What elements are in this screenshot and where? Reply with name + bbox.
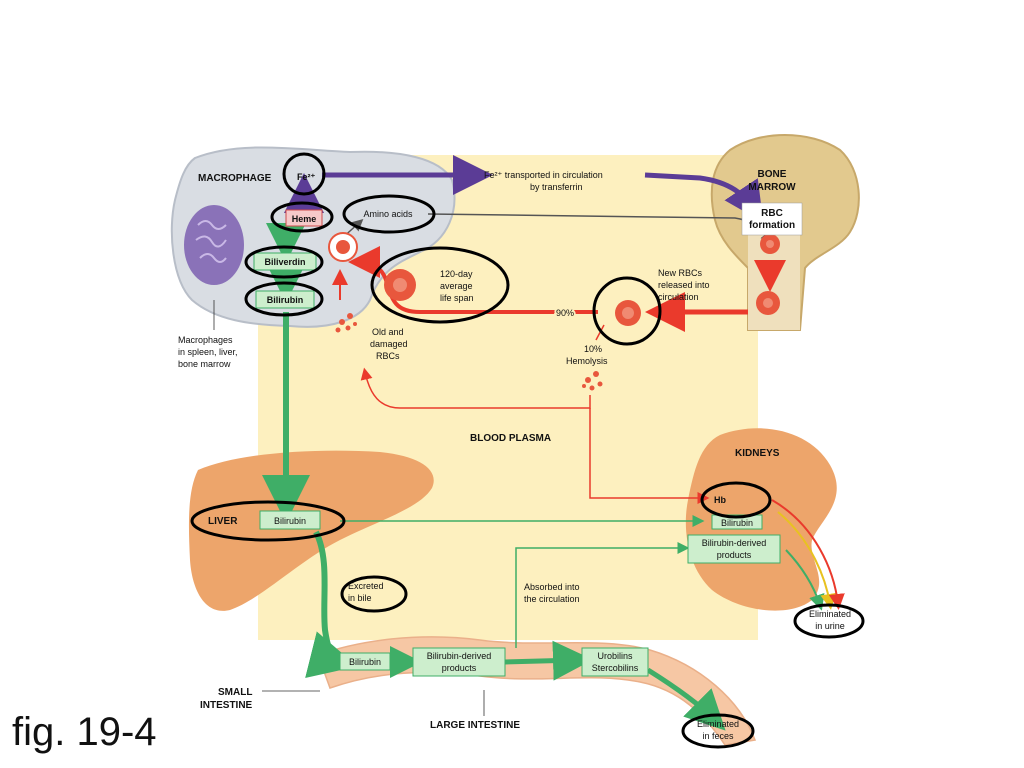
- rbc-fragments-hemolysis: [582, 371, 603, 391]
- annotation-circle-excreted: [340, 575, 408, 613]
- biliverdin-label: Biliverdin: [264, 257, 305, 267]
- large-intestine-label: LARGE INTESTINE: [430, 720, 520, 731]
- annotation-circle-biliverdin: [244, 245, 324, 279]
- heme-label: Heme: [292, 214, 317, 224]
- rbc-engulfed: [328, 232, 358, 262]
- rbc-formation-box: [741, 202, 803, 236]
- old-rbcs-label-3: RBCs: [376, 351, 400, 361]
- bilirubin-derived-kidney-box: [687, 534, 781, 564]
- kidney-to-urine-yellow-arrow: [777, 511, 837, 610]
- fe-macrophage-label: Fe²⁺: [297, 172, 316, 182]
- annotation-circle-amino-acids: [342, 194, 436, 234]
- ten-percent-label: 10%: [584, 344, 602, 354]
- derived-to-urobilins-arrow: [504, 640, 593, 681]
- rbc-new-released: [615, 300, 641, 326]
- lifespan-label-3: life span: [440, 293, 474, 303]
- hemolysis-label: Hemolysis: [566, 356, 608, 366]
- bilirubin-intestine-box: [339, 652, 391, 671]
- annotation-circle-liver-bilirubin: [190, 500, 346, 542]
- bilirubin-liver-label: Bilirubin: [274, 516, 306, 526]
- annotation-circle-eliminated-feces: [681, 713, 755, 749]
- annotation-circle-new-rbc: [592, 276, 662, 346]
- new-rbcs-label-1: New RBCs: [658, 268, 703, 278]
- bilirubin-derived-intestine-label-2: products: [442, 663, 477, 673]
- hb-label: Hb: [714, 495, 726, 505]
- urobilins-label: Urobilins: [597, 651, 633, 661]
- rbc-lifespan: [384, 269, 416, 301]
- eliminated-urine-label-1: Eliminated: [809, 609, 851, 619]
- kidney-to-urine-green-arrow: [785, 549, 825, 611]
- macrophages-location-3: bone marrow: [178, 359, 231, 369]
- excreted-label-1: Excreted: [348, 581, 384, 591]
- bilirubin-kidney-label: Bilirubin: [721, 518, 753, 528]
- annotation-circle-fe: [282, 152, 326, 196]
- hemolysis-to-hb-arrow: [589, 408, 710, 504]
- liver-label: LIVER: [208, 516, 238, 527]
- rbc-formation-label-2: formation: [749, 220, 795, 231]
- old-rbcs-label-1: Old and: [372, 327, 404, 337]
- absorbed-label-1: Absorbed into: [524, 582, 580, 592]
- bilirubin-macrophage-box: [255, 290, 315, 309]
- lifespan-label-2: average: [440, 281, 473, 291]
- excreted-label-2: in bile: [348, 593, 372, 603]
- bilirubin-derived-intestine-box: [412, 647, 506, 677]
- rbc-fragments-old: [335, 313, 357, 333]
- rbc-in-marrow: [756, 291, 780, 315]
- annotation-circle-bilirubin-macrophage: [244, 281, 324, 317]
- bone-marrow-label-1: BONE: [758, 169, 787, 180]
- old-rbcs-label-2: damaged: [370, 339, 408, 349]
- stercobilins-label: Stercobilins: [592, 663, 639, 673]
- eliminated-feces-label-2: in feces: [702, 731, 734, 741]
- heme-box: [285, 209, 323, 227]
- bilirubin-liver-box: [259, 510, 321, 530]
- small-intestine-label-2: INTESTINE: [200, 700, 253, 711]
- liver-shape: [188, 450, 434, 611]
- absorbed-label-2: the circulation: [524, 594, 580, 604]
- eliminated-urine-label-2: in urine: [815, 621, 845, 631]
- ninety-percent-label: 90%: [556, 308, 574, 318]
- rbc-in-marrow-top: [760, 234, 780, 254]
- bilirubin-intestine-label: Bilirubin: [349, 657, 381, 667]
- fe-transport-label-1: Fe²⁺ transported in circulation: [484, 170, 603, 180]
- bile-duct-arrow: [305, 530, 358, 678]
- rbc-formation-label-1: RBC: [761, 208, 783, 219]
- annotation-circle-lifespan: [370, 246, 510, 324]
- eliminated-feces-label-1: Eliminated: [697, 719, 739, 729]
- absorbed-arrow: [515, 542, 690, 648]
- hemolysis-to-macrophage-arrow: [360, 367, 591, 409]
- lifespan-label-1: 120-day: [440, 269, 473, 279]
- annotation-circle-eliminated-urine: [793, 603, 865, 639]
- new-rbcs-label-3: circulation: [658, 292, 699, 302]
- bilirubin-derived-kidney-label-1: Bilirubin-derived: [702, 538, 767, 548]
- amino-acids-label: Amino acids: [363, 209, 413, 219]
- figure-caption: fig. 19-4: [12, 710, 157, 754]
- nucleus-chromatin: [195, 220, 227, 263]
- ten-percent-arrow: [595, 324, 605, 341]
- macrophage-label: MACROPHAGE: [198, 173, 272, 184]
- fe-transport-label-2: by transferrin: [530, 182, 583, 192]
- bilirubin-kidney-box: [711, 514, 763, 530]
- annotation-circle-heme: [270, 201, 334, 233]
- macrophages-location-2: in spleen, liver,: [178, 347, 238, 357]
- kidney-to-urine-red-arrow: [771, 499, 845, 610]
- biliverdin-box: [253, 252, 317, 271]
- new-rbcs-label-2: released into: [658, 280, 710, 290]
- macrophages-location-1: Macrophages: [178, 335, 233, 345]
- urobilins-box: [581, 647, 649, 677]
- annotation-circle-hb: [700, 481, 772, 519]
- kidneys-label: KIDNEYS: [735, 448, 780, 459]
- blood-plasma-label: BLOOD PLASMA: [470, 433, 551, 444]
- bilirubin-derived-intestine-label-1: Bilirubin-derived: [427, 651, 492, 661]
- bilirubin-derived-kidney-label-2: products: [717, 550, 752, 560]
- small-intestine-label-1: SMALL: [218, 687, 252, 698]
- bilirubin-macrophage-label: Bilirubin: [267, 295, 304, 305]
- macrophage-cell: [170, 146, 456, 328]
- bone-marrow-label-2: MARROW: [748, 182, 796, 193]
